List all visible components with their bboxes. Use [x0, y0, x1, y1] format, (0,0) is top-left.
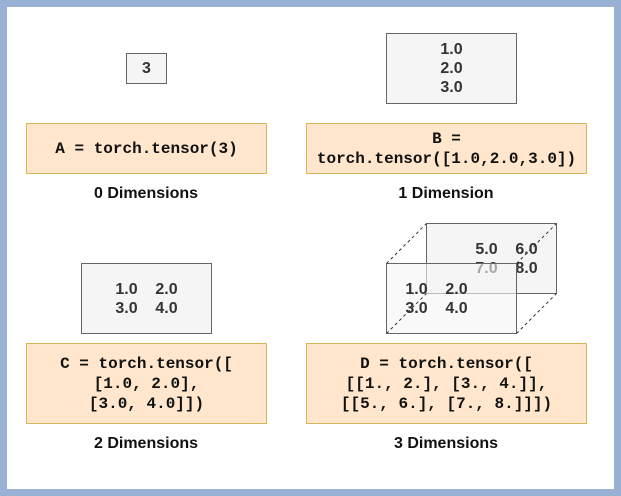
cell: 5.0	[475, 241, 498, 258]
code-line: D = torch.tensor([	[360, 354, 533, 373]
code-line: [1.0, 2.0],	[93, 374, 200, 393]
matrix-row: 5.0 6.0	[467, 240, 547, 259]
cell: 6.0	[515, 241, 538, 258]
matrix-row: 3.0 4.0	[397, 299, 477, 318]
code-line: [[5., 6.], [7., 8.]]])	[340, 394, 553, 413]
cell: 4.0	[445, 300, 468, 317]
cube-edge	[516, 293, 557, 334]
cell: 2.0	[155, 280, 178, 298]
code-line: torch.tensor([1.0,2.0,3.0])	[316, 149, 577, 168]
code-line: C = torch.tensor([	[60, 354, 233, 373]
label-2d: 2 Dimensions	[93, 435, 199, 452]
code-box-a: A = torch.tensor(3)	[26, 123, 267, 174]
cube-edge	[386, 293, 427, 334]
label-0d: 0 Dimensions	[93, 185, 199, 202]
code-box-c: C = torch.tensor([ [1.0, 2.0], [3.0, 4.0…	[26, 343, 267, 424]
matrix-row: 1.0 2.0	[397, 280, 477, 299]
cell: 4.0	[155, 299, 178, 317]
cell: 3.0	[115, 299, 138, 317]
vector-value: 1.0	[440, 41, 463, 58]
code-line: B =	[432, 129, 461, 148]
code-line: A = torch.tensor(3)	[55, 139, 238, 158]
code-line: [[1., 2.], [3., 4.]],	[345, 374, 548, 393]
label-3d: 3 Dimensions	[393, 435, 499, 452]
matrix-box: 1.0 2.0 3.0 4.0	[81, 263, 212, 334]
vector-box: 1.0 2.0 3.0	[386, 33, 517, 104]
scalar-box: 3	[126, 53, 167, 84]
vector-value: 3.0	[440, 79, 463, 96]
cell: 8.0	[515, 260, 538, 277]
cell: 2.0	[445, 281, 468, 298]
matrix-row: 1.0 2.0	[107, 280, 187, 299]
vector-value: 2.0	[440, 60, 463, 77]
label-1d: 1 Dimension	[398, 185, 494, 202]
cell: 1.0	[405, 281, 428, 298]
cube-front-face: 1.0 2.0 3.0 4.0	[386, 263, 517, 334]
cell: 1.0	[115, 280, 138, 298]
cube-edge	[516, 223, 557, 264]
code-box-b: B = torch.tensor([1.0,2.0,3.0])	[306, 123, 587, 174]
scalar-value: 3	[142, 60, 151, 77]
code-box-d: D = torch.tensor([ [[1., 2.], [3., 4.]],…	[306, 343, 587, 424]
cube-edge	[386, 223, 427, 264]
code-line: [3.0, 4.0]])	[88, 394, 205, 413]
matrix-row: 3.0 4.0	[107, 299, 187, 318]
cell: 3.0	[405, 300, 428, 317]
